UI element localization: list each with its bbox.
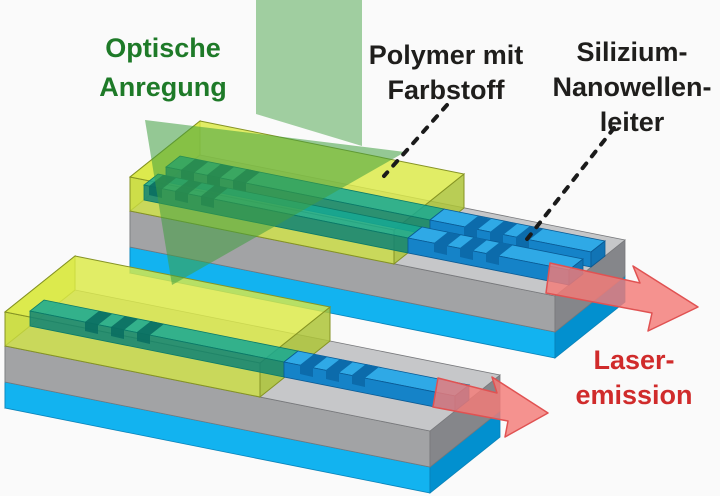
laser-emission-line2: emission [575,380,692,410]
optical-excitation-line1: Optische [105,33,221,63]
label-laser-emission: Laser- emission [575,345,692,410]
label-polymer: Polymer mit Farbstoff [369,40,524,105]
laser-emission-line1: Laser- [593,345,674,375]
front-waveguide [29,299,470,412]
grating-slot [464,216,491,239]
grating-slot [460,237,487,260]
grating-slot [434,232,461,255]
grating-slot [326,359,353,382]
waveguide-end-facet [590,240,606,268]
silicon-waveguide-line3: leiter [600,107,665,137]
label-optical-excitation: Optische Anregung [99,33,227,102]
grating-slot [137,321,164,344]
silicon-waveguide-line2: Nanowellen- [552,72,711,102]
grating-slot [352,364,379,387]
front-chip [3,254,501,494]
polymer-label-line2: Farbstoff [388,75,506,105]
leader-line-waveguide [522,126,616,245]
polymer-label-line1: Polymer mit [369,40,524,70]
grating-slot [85,311,112,334]
emission-arrow-front-icon [432,376,549,438]
silicon-waveguide-line1: Silizium- [576,37,687,67]
leader-line-polymer [382,103,449,178]
optical-excitation-line2: Anregung [99,72,227,102]
grating-slot [300,354,327,377]
pump-arrow-shaft [256,0,362,146]
grating-slot [490,221,517,244]
pump-arrow-icon [145,0,405,285]
grating-slot [111,316,138,339]
emission-arrow-rear-icon [545,262,699,332]
label-silicon-waveguide: Silizium- Nanowellen- leiter [552,37,711,137]
pump-arrow-head [145,120,405,285]
grating-slot [486,242,513,265]
